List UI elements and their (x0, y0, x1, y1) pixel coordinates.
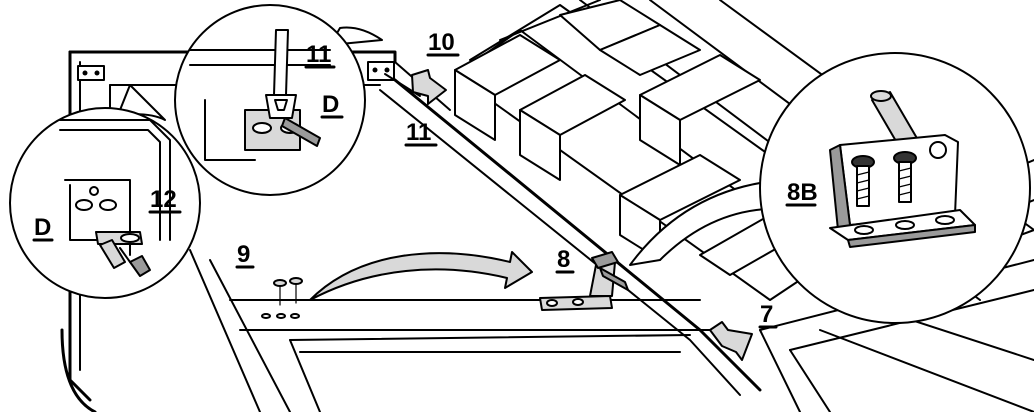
callout-10: 10 (428, 29, 455, 56)
zoom-circle-8b (629, 52, 1031, 324)
hinge-8 (539, 251, 629, 311)
arrow-7-icon (709, 321, 753, 361)
callout-7: 7 (760, 301, 773, 328)
callout-11-zoom: 11 (306, 41, 331, 68)
callout-8: 8 (557, 246, 570, 273)
direction-arrows (309, 69, 753, 361)
screws-9 (261, 277, 303, 319)
callout-8b: 8B (787, 179, 818, 206)
callout-11-main: 11 (406, 119, 431, 146)
callout-d-zoom-top: D (322, 91, 339, 118)
zoom-circle-12 (9, 84, 201, 299)
callout-d-zoom-left: D (34, 214, 51, 241)
callout-12: 12 (150, 186, 177, 213)
cabinet-frame (60, 50, 762, 412)
curved-arrow-icon (309, 251, 533, 301)
arrow-10-icon (411, 69, 447, 105)
callout-9: 9 (237, 241, 250, 268)
callout-labels: 10 11 11 D 12 D 9 8 8B 7 (32, 29, 818, 329)
zoom-circle-11 (174, 4, 383, 196)
